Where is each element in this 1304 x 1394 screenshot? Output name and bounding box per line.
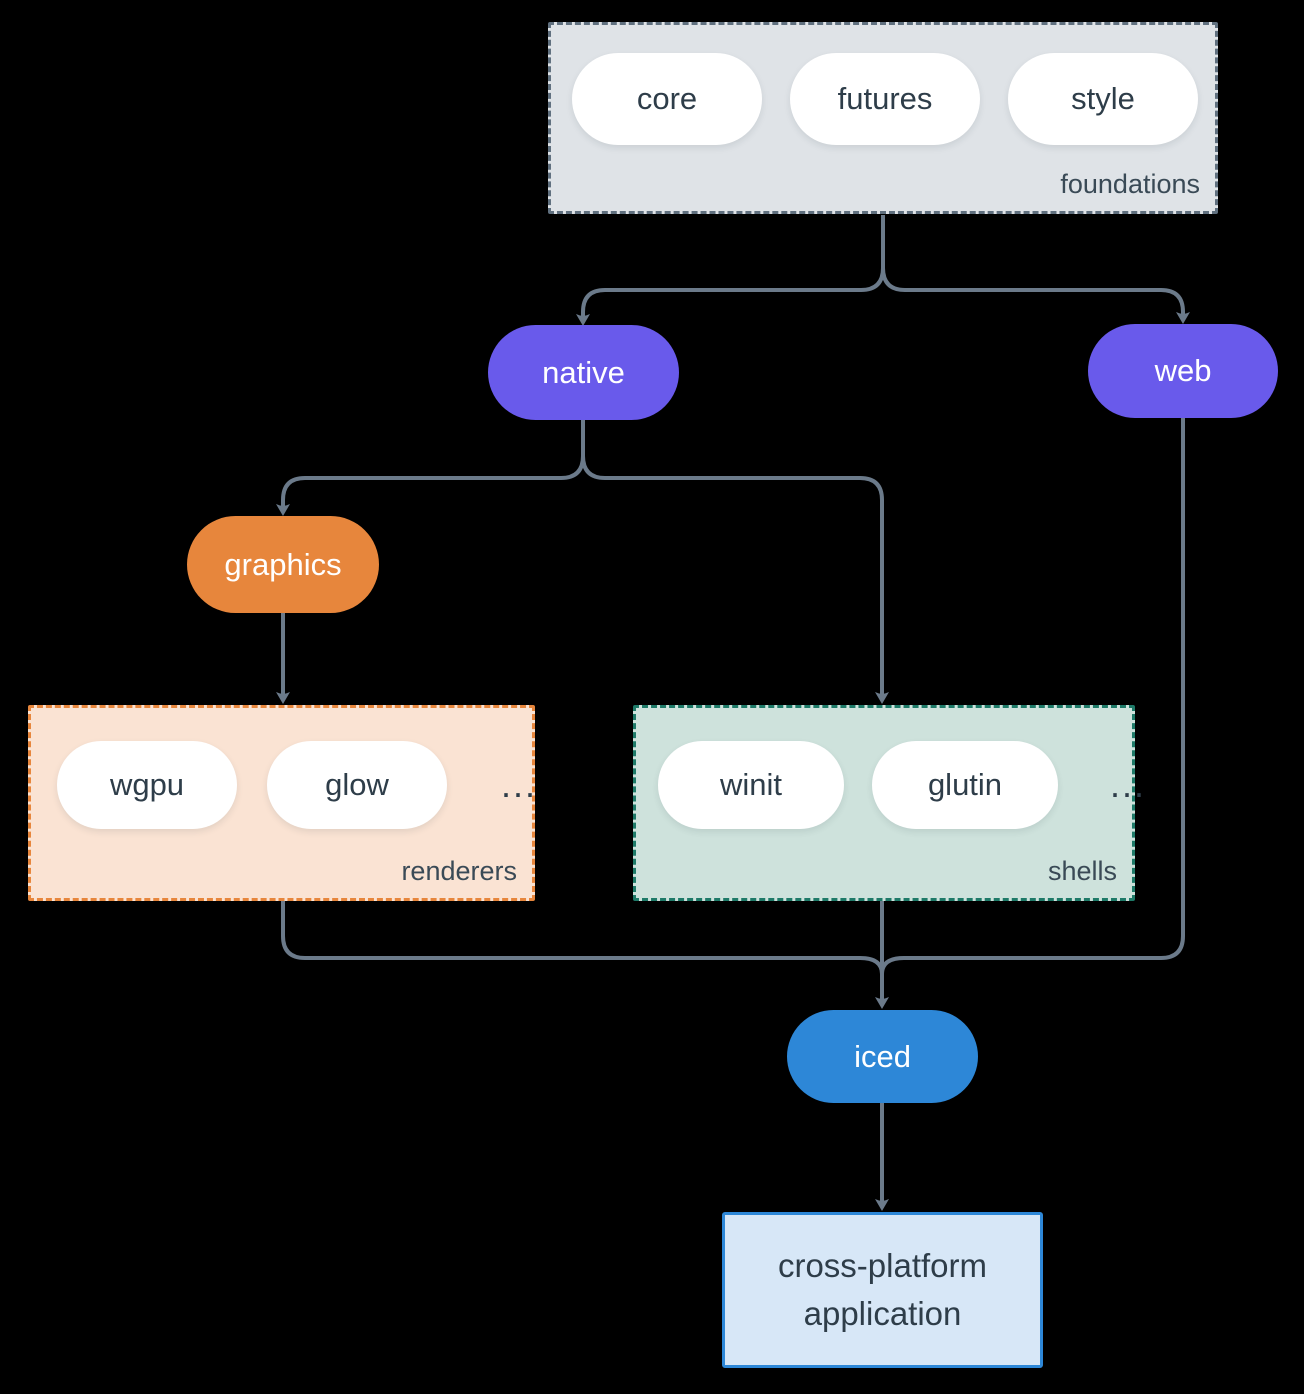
- renderers-pill-row: wgpu glow ...: [57, 741, 537, 829]
- application-box: cross-platform application: [722, 1212, 1043, 1368]
- edge-foundations-web: [881, 215, 1190, 324]
- renderers-ellipsis: ...: [501, 764, 538, 805]
- shells-ellipsis: ...: [1110, 764, 1147, 805]
- node-core: core: [572, 53, 762, 145]
- shells-pill-row: winit glutin ...: [658, 741, 1146, 829]
- renderers-group: wgpu glow ... renderers: [28, 705, 535, 901]
- edge-native-shells: [581, 420, 889, 704]
- edge-renderers-merge: [281, 901, 884, 975]
- node-iced: iced: [787, 1010, 978, 1103]
- foundations-group: core futures style foundations: [548, 22, 1218, 214]
- foundations-pill-row: core futures style: [572, 53, 1198, 145]
- shells-label: shells: [1047, 856, 1117, 886]
- edge-foundations-native: [576, 215, 885, 326]
- application-label-line2: application: [803, 1295, 962, 1332]
- renderers-label: renderers: [401, 856, 517, 886]
- node-native: native: [488, 325, 679, 420]
- foundations-label: foundations: [1060, 169, 1200, 199]
- edge-native-graphics: [276, 420, 585, 516]
- node-style: style: [1008, 53, 1198, 145]
- node-glutin: glutin: [872, 741, 1058, 829]
- node-futures: futures: [790, 53, 980, 145]
- application-label-line1: cross-platform: [777, 1247, 988, 1284]
- node-glow: glow: [267, 741, 447, 829]
- edge-web-merge: [880, 418, 1185, 975]
- node-graphics: graphics: [187, 516, 379, 613]
- shells-group: winit glutin ... shells: [633, 705, 1144, 901]
- node-web: web: [1088, 324, 1278, 418]
- node-winit: winit: [658, 741, 844, 829]
- node-wgpu: wgpu: [57, 741, 237, 829]
